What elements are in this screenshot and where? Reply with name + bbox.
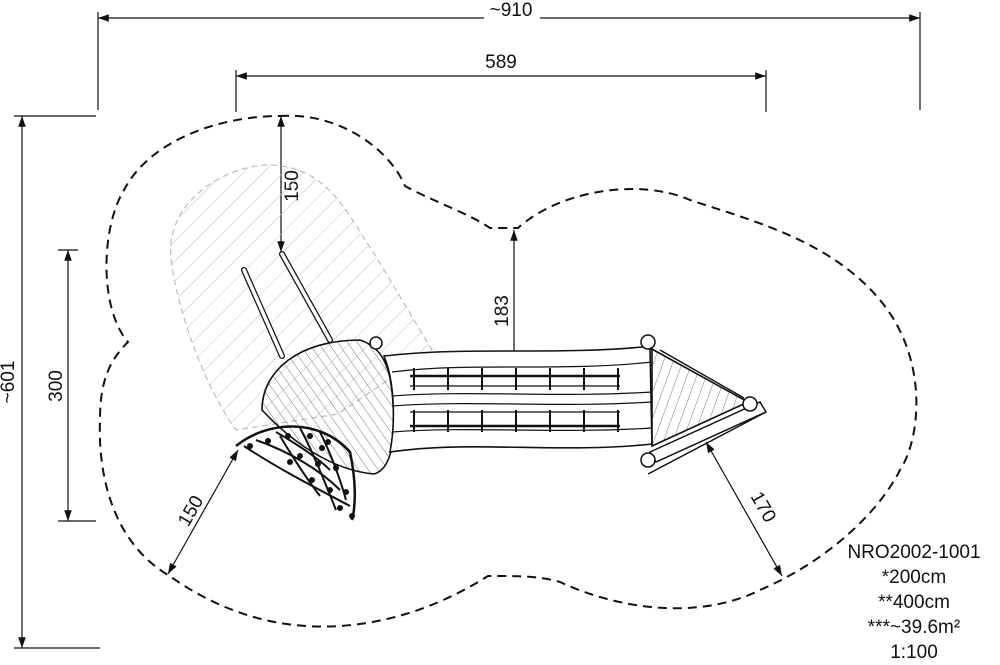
depth-label: 300 [46,370,67,402]
overall-height-dimension: ~601 [0,115,100,649]
climbing-net [235,425,357,521]
frame-width-label: 589 [485,52,517,73]
overall-height-label: ~601 [0,361,19,404]
fall-height: *200cm [881,567,947,588]
clearance-net-dimension: 150 [167,449,239,575]
clearance-net-label: 150 [174,492,208,530]
ladder [241,251,333,359]
depth-dimension: 300 [46,249,96,522]
frame-width-dimension: 589 [235,52,767,112]
net-bridge [382,345,653,453]
clearance-bridge-label: 183 [492,295,513,327]
safety-zone-outline [98,114,918,628]
free-height: **400cm [878,592,950,613]
scale: 1:100 [890,642,938,663]
clearance-slide-dimension: 170 [705,441,783,577]
product-info: NRO2002-1001 *200cm **400cm ***~39.6m² 1… [834,540,994,665]
overall-width-label: ~910 [490,0,533,21]
area: ***~39.6m² [867,617,961,638]
product-code: NRO2002-1001 [847,542,981,563]
slide-platform [640,334,768,475]
overall-width-dimension: ~910 [97,0,921,110]
